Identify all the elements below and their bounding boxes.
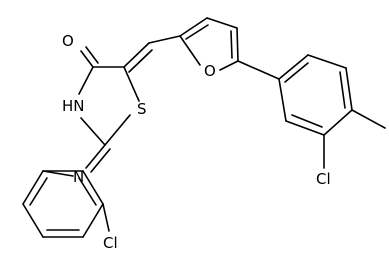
bond-ph-c2-c3 [22,203,44,238]
bond-ar-c4-c5 [345,67,353,111]
atom-label-furan-oxygen: O [204,62,216,80]
bond-c5-s [123,66,140,102]
bond-furan-c5-o [219,60,239,71]
bond-ar-c6-c1-double [284,62,309,83]
atom-label-sulfur: S [137,100,147,118]
bond-furan-c4-c5 [236,27,239,62]
bond-ch-furan [148,35,181,44]
furan-ring [179,17,239,71]
bond-ph-c1-c2-double [29,177,48,206]
atom-labels: O HN S O N Cl Cl [62,32,331,252]
bond-c4-o-carbonyl-double [85,46,99,64]
bond-furan-c2-c3 [179,17,208,37]
bond-ph-c5-c6 [82,170,104,205]
bond-c2-n-imine [85,144,106,169]
bond-ar-c6-c1 [278,54,309,80]
atom-label-phenyl-chlorine: Cl [103,234,118,252]
bond-ar-c2-c3 [285,120,325,136]
atom-label-imine-nitrogen: N [73,168,84,186]
thiazolidinone-ring [78,46,140,173]
bond-ar-c1-c2 [278,78,287,122]
bond-n3-c4 [78,66,94,95]
bond-furan-aryl [237,60,280,80]
bond-c2-n3 [80,117,106,146]
bond-ph-c1-c2 [22,170,44,205]
bond-furan-c4-c5-double [230,30,233,59]
bond-c5-ch-double-inner [128,49,153,73]
bond-ar-methyl [351,109,386,129]
bond-ar-c4-c5-double [339,71,346,109]
chlorophenyl-ring [22,170,110,238]
atom-label-carbonyl-oxygen: O [62,32,74,50]
bond-c4-o-carbonyl [80,50,94,68]
bond-c2-n-imine-double [90,148,111,173]
atom-label-nh: HN [62,97,85,115]
bond-n-aryl [42,170,74,177]
bond-furan-c2-c3-double [185,24,209,40]
atom-label-aryl-chlorine: Cl [316,170,331,188]
bond-ph-cl [102,203,110,232]
bond-furan-c3-c4 [206,17,238,29]
bond-ph-c5-c6-double [78,177,97,206]
bond-ph-c4-c5 [82,203,104,238]
bond-ar-c2-c3-double [291,114,323,128]
bond-ar-c5-c6 [307,54,347,69]
bond-furan-o-c2 [179,35,201,66]
bond-s-c2 [104,114,131,146]
chloro-methylphenyl-ring [278,54,386,169]
methylidene-bridge [123,35,181,73]
bond-c5-ch-double [123,42,150,68]
bond-ar-c3-c4 [323,109,353,136]
